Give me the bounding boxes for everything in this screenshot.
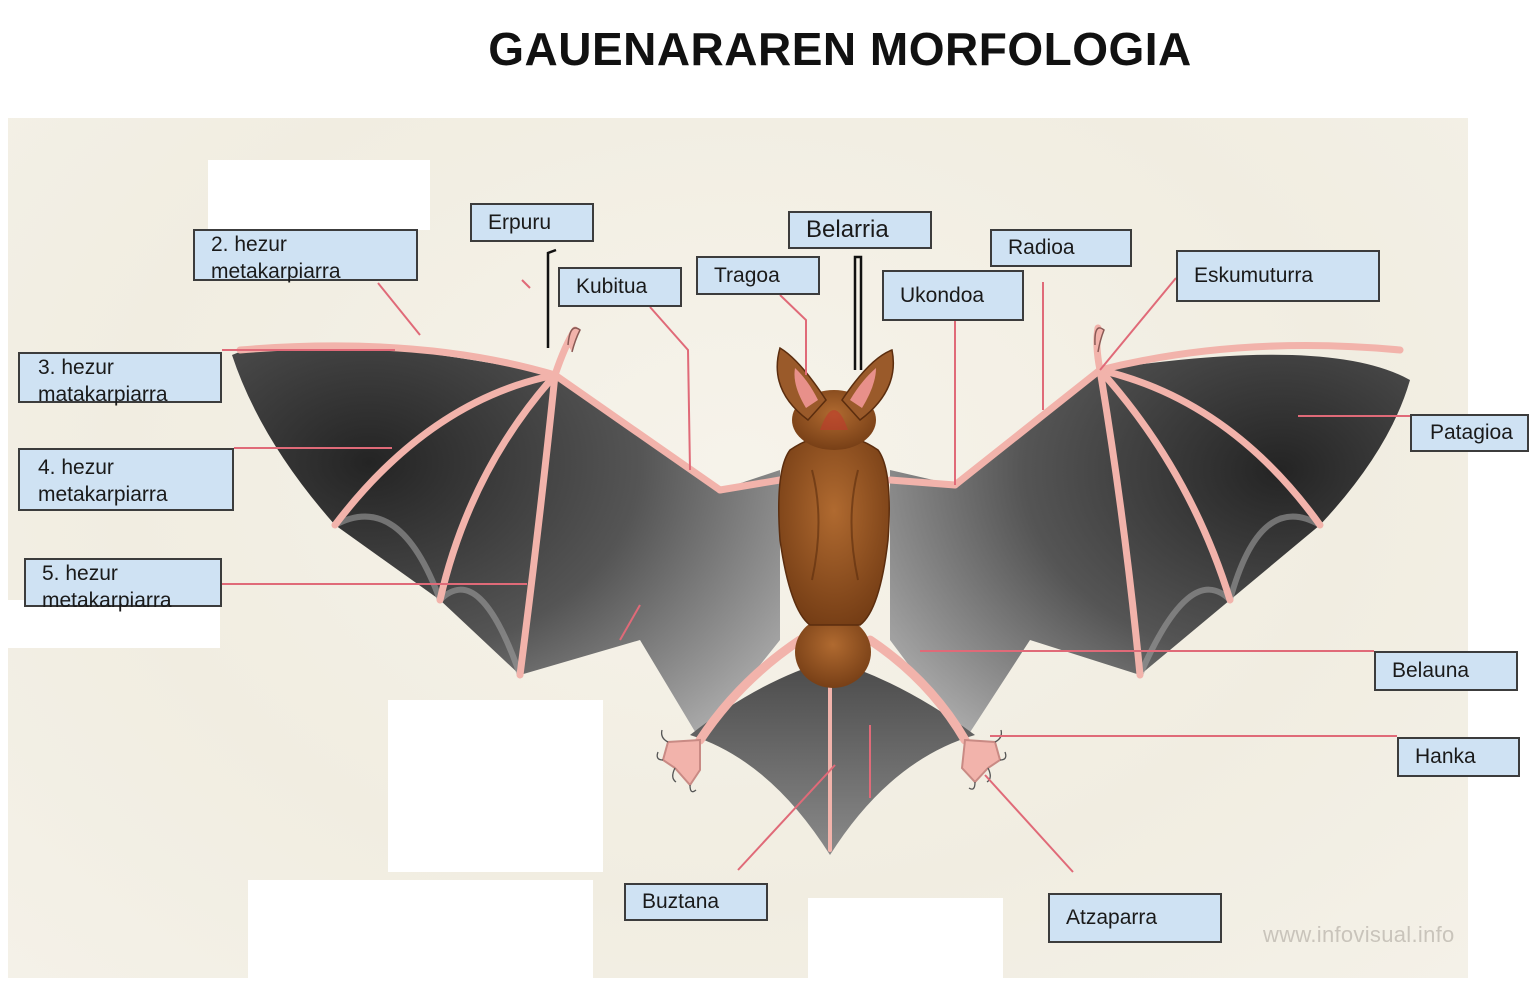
label-tail: Buztana <box>624 883 768 921</box>
label-wrist: Eskumuturra <box>1176 250 1380 302</box>
label-thumb: Erpuru <box>470 203 594 242</box>
label-elbow: Ukondoa <box>882 270 1024 321</box>
label-metacarpal-5: 5. hezur metakarpiarra <box>24 558 222 607</box>
leader-claw <box>985 775 1073 872</box>
label-ear: Belarria <box>788 211 932 249</box>
leader-ulna <box>650 307 690 470</box>
leader-tragus <box>780 295 806 375</box>
label-metacarpal-2: 2. hezur metakarpiarra <box>193 229 418 281</box>
label-leg: Hanka <box>1397 737 1520 777</box>
watermark: www.infovisual.info <box>1263 922 1455 948</box>
leader-tail <box>738 765 835 870</box>
leader-ear <box>855 257 861 370</box>
leader-metacarpal-2 <box>378 283 420 335</box>
label-radius: Radioa <box>990 229 1132 267</box>
label-knee: Belauna <box>1374 651 1518 691</box>
label-patagium: Patagioa <box>1410 414 1529 452</box>
leader-wrist <box>1100 278 1176 370</box>
label-ulna: Kubitua <box>558 267 682 307</box>
label-metacarpal-3: 3. hezur matakarpiarra <box>18 352 222 403</box>
label-claw: Atzaparra <box>1048 893 1222 943</box>
label-tragus: Tragoa <box>696 256 820 295</box>
leader-thumb <box>548 250 556 348</box>
label-metacarpal-4: 4. hezur metakarpiarra <box>18 448 234 511</box>
